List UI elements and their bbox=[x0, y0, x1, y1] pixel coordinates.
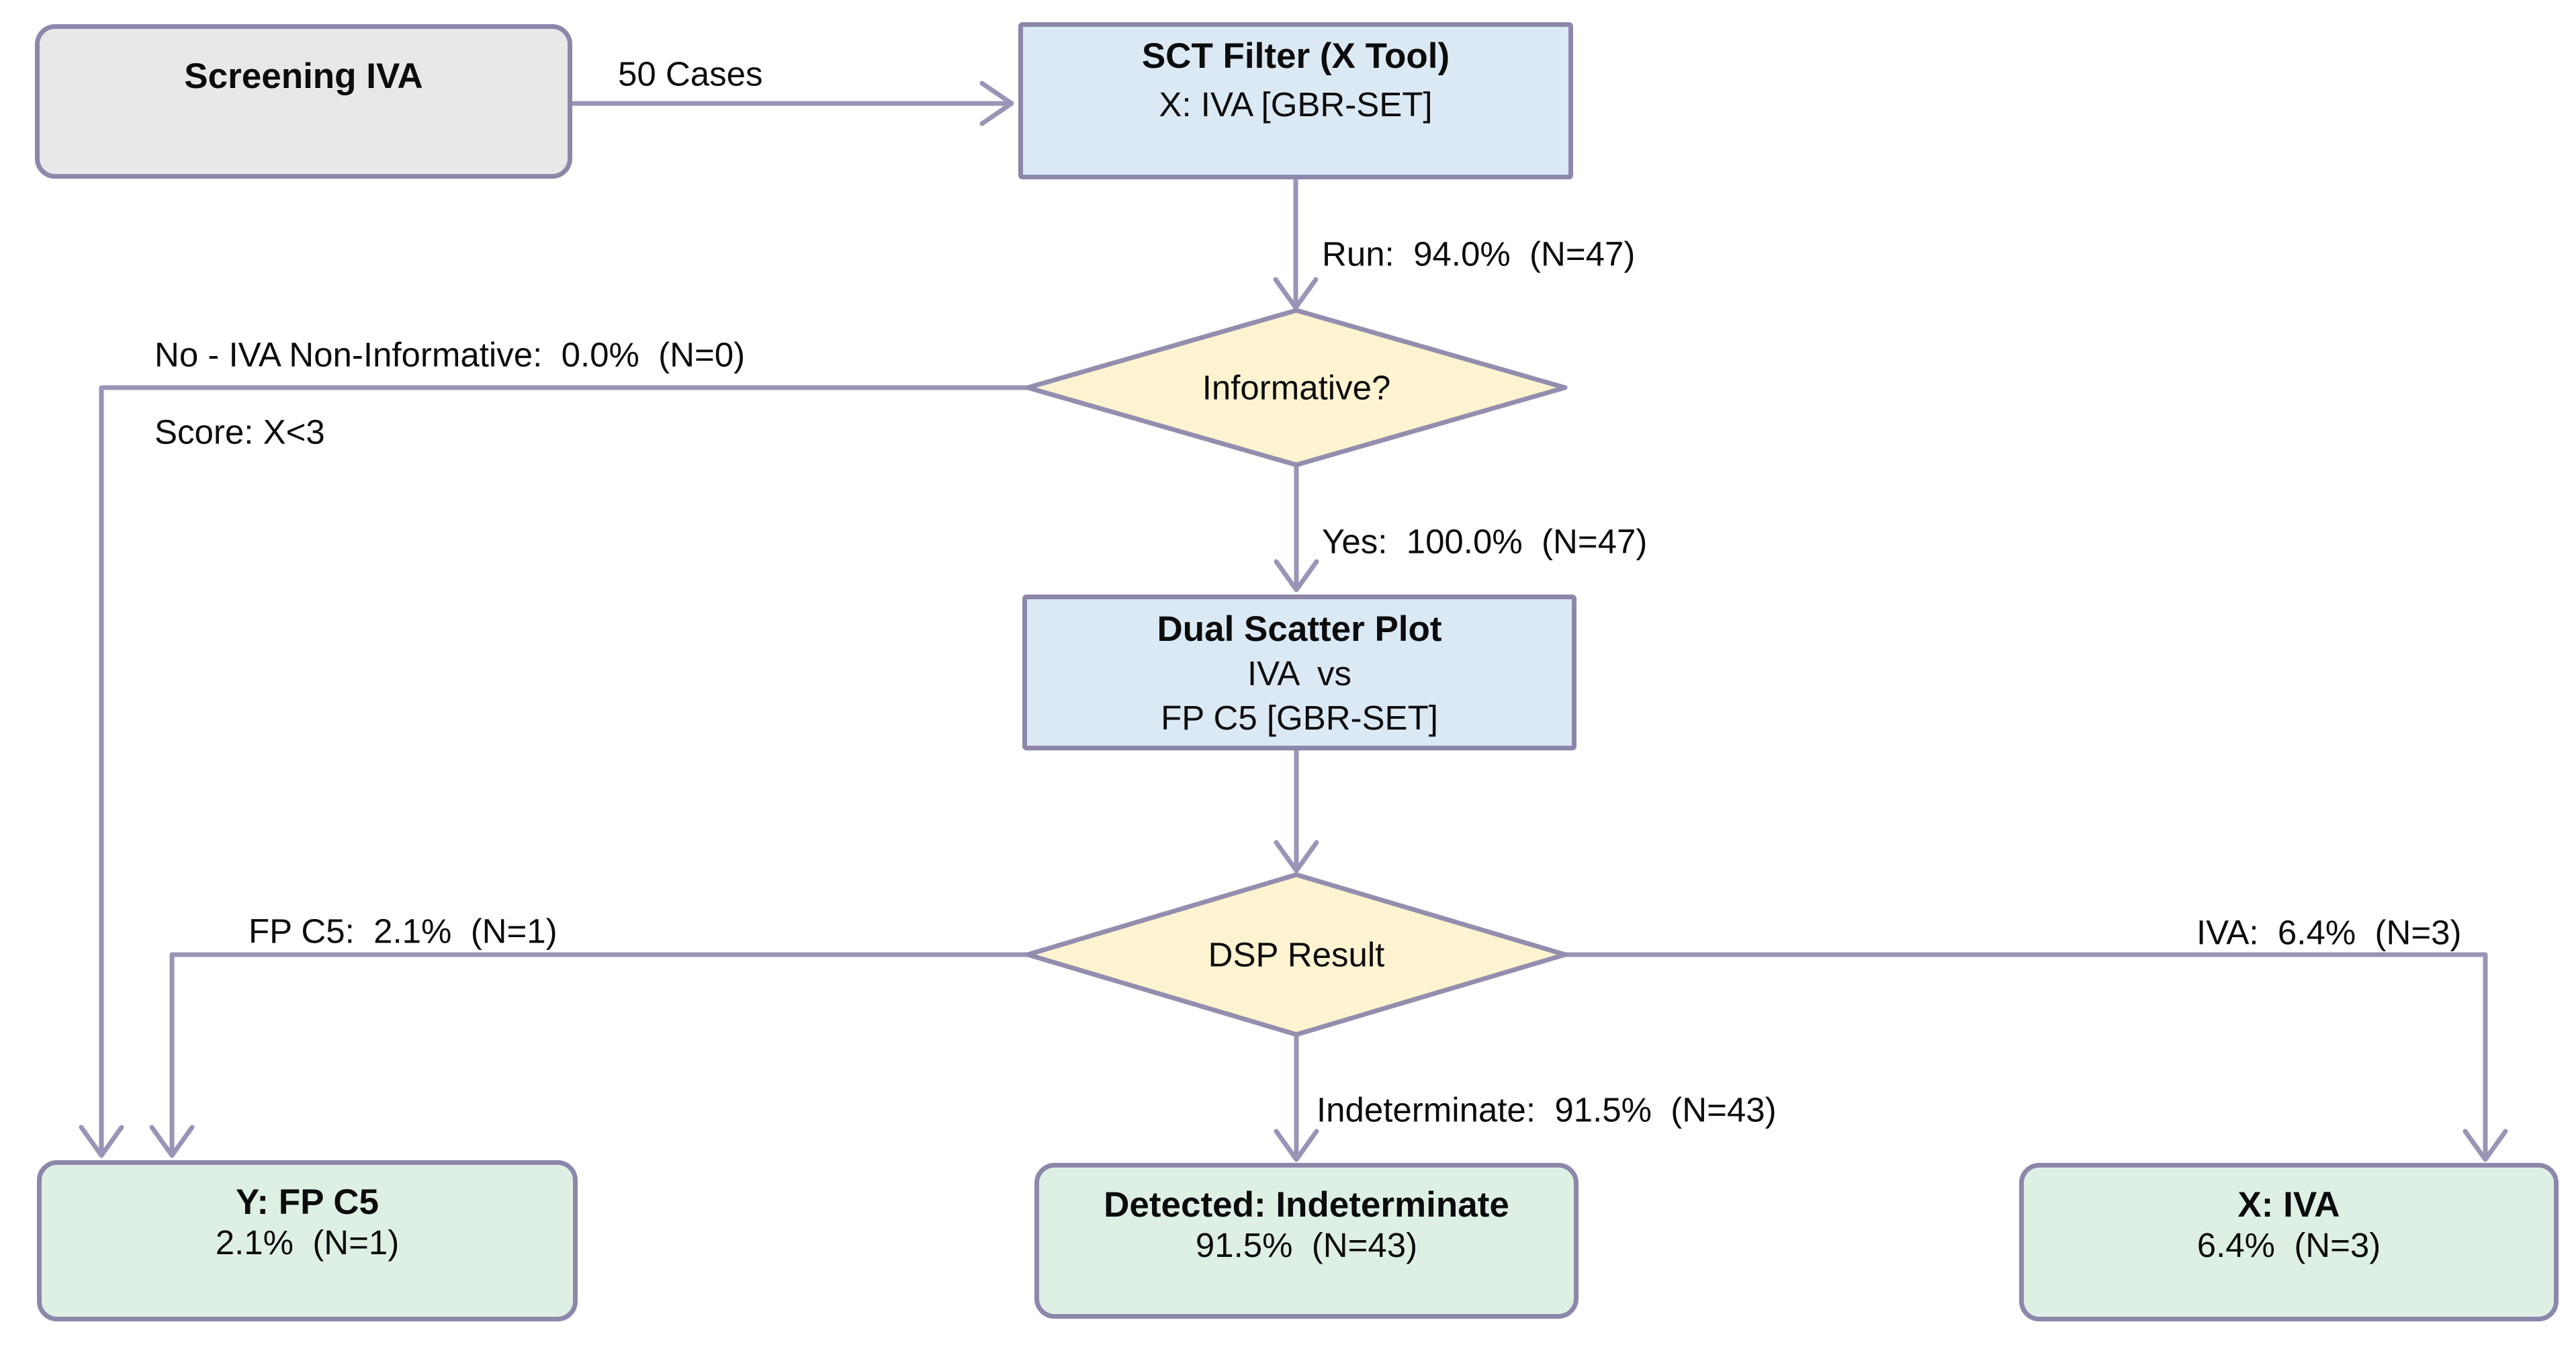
decision-informative-shape bbox=[1025, 308, 1568, 468]
edge-label-score: Score: X<3 bbox=[154, 412, 325, 451]
edge-label-yes: Yes: 100.0% (N=47) bbox=[1322, 522, 1648, 561]
arrowhead-down-dual bbox=[1274, 559, 1319, 593]
edge-label-indeterminate: Indeterminate: 91.5% (N=43) bbox=[1317, 1090, 1777, 1129]
node-y-fp-c5-title: Y: FP C5 bbox=[235, 1182, 380, 1222]
node-detected-indeterminate: Detected: Indeterminate 91.5% (N=43) bbox=[1034, 1163, 1579, 1319]
node-y-fp-c5-subtitle: 2.1% (N=1) bbox=[215, 1223, 400, 1262]
edge-label-run: Run: 94.0% (N=47) bbox=[1322, 234, 1636, 273]
node-dual-scatter-plot: Dual Scatter Plot IVA vs FP C5 [GBR-SET] bbox=[1022, 595, 1576, 750]
edge-dsp-to-yfpc5 bbox=[169, 952, 1032, 1153]
decision-dsp-result-shape bbox=[1025, 872, 1568, 1037]
arrowhead-right-sct bbox=[979, 81, 1014, 126]
node-x-iva-subtitle: 6.4% (N=3) bbox=[2196, 1226, 2381, 1264]
edge-label-iva: IVA: 6.4% (N=3) bbox=[2196, 913, 2462, 952]
edge-label-50-cases: 50 Cases bbox=[618, 54, 763, 93]
node-screening-iva-label: Screening IVA bbox=[184, 56, 423, 96]
node-detected-indeterminate-title: Detected: Indeterminate bbox=[1104, 1185, 1509, 1225]
node-dual-scatter-title: Dual Scatter Plot bbox=[1157, 609, 1442, 649]
edge-dsp-to-xiva bbox=[1562, 952, 2488, 1157]
arrowhead-down-yfpc5-left bbox=[79, 1125, 124, 1158]
arrowhead-down-detected bbox=[1274, 1129, 1319, 1162]
node-dual-scatter-line2: IVA vs bbox=[1247, 654, 1351, 693]
arrowhead-down-informative bbox=[1273, 277, 1319, 310]
decision-informative-label: Informative? bbox=[1202, 368, 1391, 407]
node-sct-filter-subtitle: X: IVA [GBR-SET] bbox=[1159, 85, 1433, 124]
node-detected-indeterminate-subtitle: 91.5% (N=43) bbox=[1195, 1226, 1418, 1264]
decision-dsp-result-label: DSP Result bbox=[1208, 935, 1385, 974]
node-sct-filter-title: SCT Filter (X Tool) bbox=[1141, 36, 1450, 76]
node-screening-iva: Screening IVA bbox=[35, 24, 572, 179]
arrowhead-down-dsp bbox=[1274, 840, 1319, 873]
node-x-iva: X: IVA 6.4% (N=3) bbox=[2019, 1163, 2559, 1321]
arrowhead-down-xiva bbox=[2462, 1129, 2508, 1162]
node-x-iva-title: X: IVA bbox=[2237, 1185, 2340, 1225]
node-dual-scatter-line3: FP C5 [GBR-SET] bbox=[1161, 699, 1438, 737]
arrowhead-down-yfpc5-right bbox=[149, 1125, 195, 1158]
edge-label-non-informative: No - IVA Non-Informative: 0.0% (N=0) bbox=[154, 335, 746, 374]
edge-informative-to-yfpc5 bbox=[99, 385, 1032, 1153]
node-y-fp-c5: Y: FP C5 2.1% (N=1) bbox=[37, 1160, 578, 1321]
node-sct-filter: SCT Filter (X Tool) X: IVA [GBR-SET] bbox=[1018, 22, 1573, 179]
edge-label-fp-c5: FP C5: 2.1% (N=1) bbox=[249, 912, 558, 951]
